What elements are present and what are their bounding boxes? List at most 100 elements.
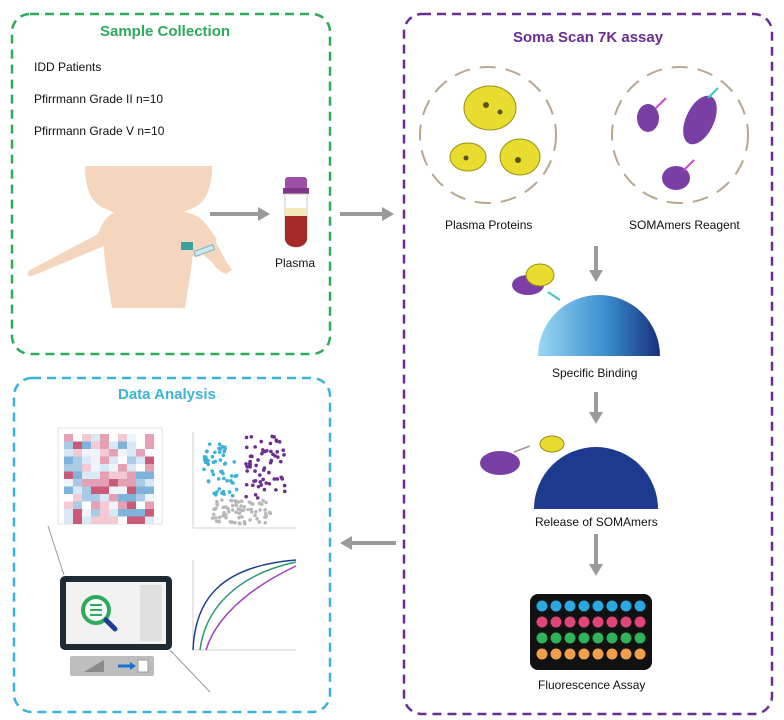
heatmap-cell	[109, 471, 118, 479]
soma-scan-panel	[402, 12, 774, 716]
plate-well	[564, 616, 576, 628]
arrow-to-soma-scan	[340, 207, 394, 221]
heatmap-cell	[91, 509, 100, 517]
heatmap-cell	[109, 509, 118, 517]
heatmap-cell	[64, 494, 73, 502]
heatmap-cell	[73, 434, 82, 442]
volcano-point	[210, 516, 215, 520]
volcano-point	[274, 439, 279, 443]
idd-patients-text: IDD Patients	[34, 60, 102, 74]
heatmap-cell	[73, 441, 82, 449]
volcano-point	[264, 448, 269, 453]
heatmap-cell	[145, 449, 154, 457]
volcano-point	[222, 476, 226, 481]
volcano-point	[248, 518, 252, 522]
volcano-point	[202, 458, 207, 462]
volcano-point	[215, 503, 219, 507]
volcano-point	[239, 499, 244, 504]
heatmap-cell	[64, 479, 73, 487]
volcano-point	[258, 473, 262, 477]
volcano-point	[229, 474, 234, 478]
volcano-point	[217, 442, 222, 446]
volcano-point	[278, 459, 283, 464]
volcano-point	[282, 483, 287, 488]
heatmap-cell	[100, 479, 109, 487]
volcano-point	[256, 458, 260, 462]
plate-well	[620, 648, 632, 660]
heatmap-cell	[145, 486, 154, 494]
connector-line	[169, 649, 211, 693]
heatmap-cell	[91, 494, 100, 502]
volcano-point	[236, 500, 241, 504]
heatmap-cell	[109, 516, 118, 524]
plate-well	[606, 632, 618, 644]
heatmap-cell	[145, 501, 154, 509]
volcano-point	[242, 504, 247, 509]
volcano-point	[233, 520, 237, 525]
plate-well	[606, 648, 618, 660]
human-body-icon	[27, 166, 233, 308]
heatmap-cell	[127, 509, 136, 517]
volcano-point	[223, 445, 227, 450]
binding-complex-icon	[512, 263, 561, 301]
volcano-point	[221, 513, 225, 518]
heatmap-cell	[91, 471, 100, 479]
plate-well	[592, 600, 604, 612]
volcano-point	[261, 477, 265, 482]
volcano-point	[275, 477, 280, 481]
volcano-point	[224, 515, 228, 520]
plate-well	[564, 632, 576, 644]
volcano-point	[249, 434, 254, 439]
heatmap-cell	[73, 494, 82, 502]
connector-line	[47, 525, 65, 576]
heatmap-cell	[91, 434, 100, 442]
heatmap-cell	[100, 501, 109, 509]
volcano-point	[260, 448, 265, 452]
heatmap-cell	[127, 516, 136, 524]
heatmap-cell	[118, 479, 127, 487]
heatmap-cell	[145, 516, 154, 524]
volcano-point	[226, 506, 230, 511]
heatmap-cell	[73, 509, 82, 517]
heatmap-cell	[118, 456, 127, 464]
volcano-point	[237, 511, 242, 516]
volcano-point	[211, 472, 216, 477]
heatmap-cell	[64, 486, 73, 494]
plate-well	[634, 632, 646, 644]
heatmap-cell	[127, 501, 136, 509]
heatmap-cell	[82, 464, 91, 472]
volcano-point	[244, 482, 249, 487]
volcano-point	[276, 455, 280, 459]
heatmap-cell	[64, 434, 73, 442]
heatmap-cell	[118, 471, 127, 479]
heatmap-cell	[100, 434, 109, 442]
volcano-point	[245, 469, 249, 473]
heatmap-cell	[127, 479, 136, 487]
heatmap-cell	[82, 441, 91, 449]
heatmap-cell	[91, 449, 100, 457]
heatmap-cell	[100, 441, 109, 449]
arrow-to-release	[589, 392, 603, 424]
soma-scan-title: Soma Scan 7K assay	[513, 29, 664, 46]
heatmap-cell	[100, 464, 109, 472]
arrow-to-data-analysis	[340, 536, 396, 550]
heatmap-cell	[118, 486, 127, 494]
volcano-point	[264, 481, 269, 485]
plate-well	[592, 632, 604, 644]
heatmap-cell	[91, 516, 100, 524]
volcano-point	[236, 507, 241, 511]
volcano-point	[274, 488, 278, 492]
released-somamer-icon	[480, 435, 565, 475]
volcano-point	[230, 508, 235, 512]
volcano-point	[255, 516, 259, 521]
heatmap-cell	[100, 494, 109, 502]
heatmap-cell	[127, 494, 136, 502]
volcano-point	[233, 498, 238, 503]
volcano-point	[268, 441, 273, 446]
volcano-point	[244, 435, 249, 440]
heatmap-cell	[145, 434, 154, 442]
plate-well	[620, 616, 632, 628]
volcano-point	[257, 520, 262, 524]
heatmap-cell	[73, 486, 82, 494]
